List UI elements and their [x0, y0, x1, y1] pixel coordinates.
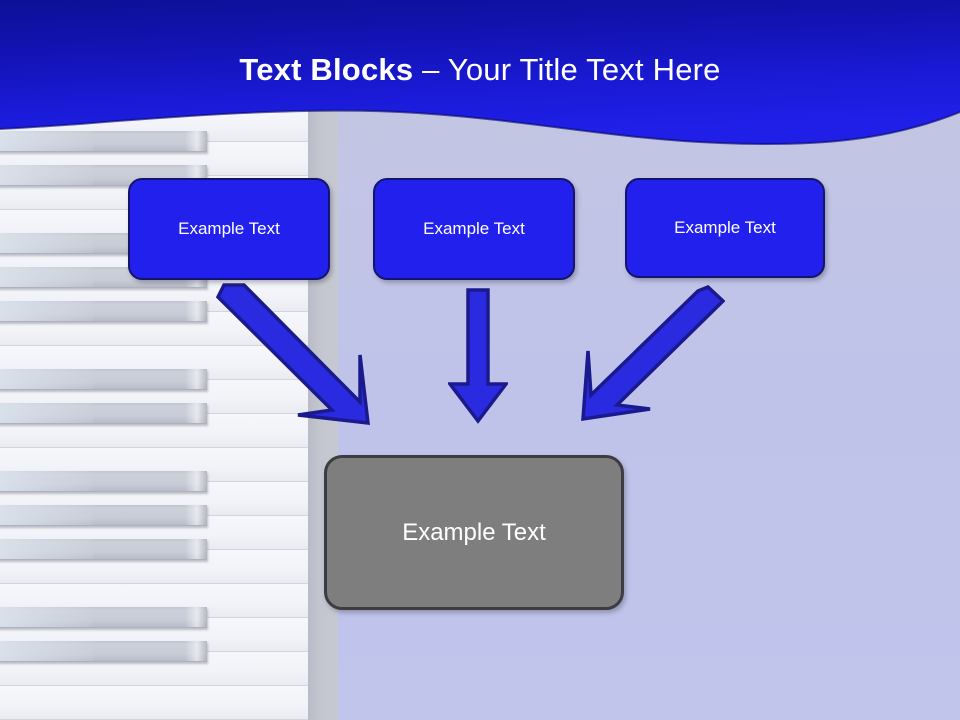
- piano-white-key: [0, 686, 308, 720]
- piano-black-key-sheen: [0, 232, 94, 253]
- title-separator: –: [413, 52, 448, 87]
- arrow1-shape: [215, 283, 370, 425]
- piano-black-key: [0, 538, 207, 560]
- page-title: Text Blocks – Your Title Text Here: [0, 52, 960, 88]
- arrow2-shape: [448, 288, 508, 424]
- text-block-result[interactable]: Example Text: [324, 455, 624, 610]
- piano-black-key-sheen: [0, 538, 94, 559]
- text-block-1-label: Example Text: [178, 219, 280, 238]
- piano-black-key: [0, 130, 207, 152]
- piano-black-key: [0, 402, 207, 424]
- text-block-result-label: Example Text: [402, 518, 546, 546]
- arrow-down-left-icon: [580, 285, 725, 425]
- piano-black-key: [0, 640, 207, 662]
- text-block-1[interactable]: Example Text: [128, 178, 330, 280]
- piano-black-key-sheen: [0, 640, 94, 661]
- arrow3-shape: [581, 285, 725, 422]
- piano-black-key: [0, 300, 207, 322]
- text-block-2[interactable]: Example Text: [373, 178, 575, 280]
- piano-black-key-sheen: [0, 300, 94, 321]
- title-light: Your Title Text Here: [447, 52, 721, 87]
- piano-black-key: [0, 606, 207, 628]
- piano-black-key-sheen: [0, 368, 94, 389]
- title-strong: Text Blocks: [239, 52, 414, 87]
- piano-black-key: [0, 368, 207, 390]
- piano-black-key-sheen: [0, 266, 94, 287]
- piano-black-key-sheen: [0, 130, 94, 151]
- piano-black-key-sheen: [0, 504, 94, 525]
- text-block-3[interactable]: Example Text: [625, 178, 825, 278]
- piano-black-key: [0, 470, 207, 492]
- arrow-down-right-icon: [210, 283, 370, 428]
- arrow-down-icon: [448, 288, 508, 424]
- text-block-2-label: Example Text: [423, 219, 525, 238]
- piano-black-key-sheen: [0, 470, 94, 491]
- piano-black-key-sheen: [0, 402, 94, 423]
- piano-black-key-sheen: [0, 164, 94, 185]
- piano-black-key-sheen: [0, 606, 94, 627]
- text-block-3-label: Example Text: [674, 218, 776, 237]
- piano-black-key: [0, 504, 207, 526]
